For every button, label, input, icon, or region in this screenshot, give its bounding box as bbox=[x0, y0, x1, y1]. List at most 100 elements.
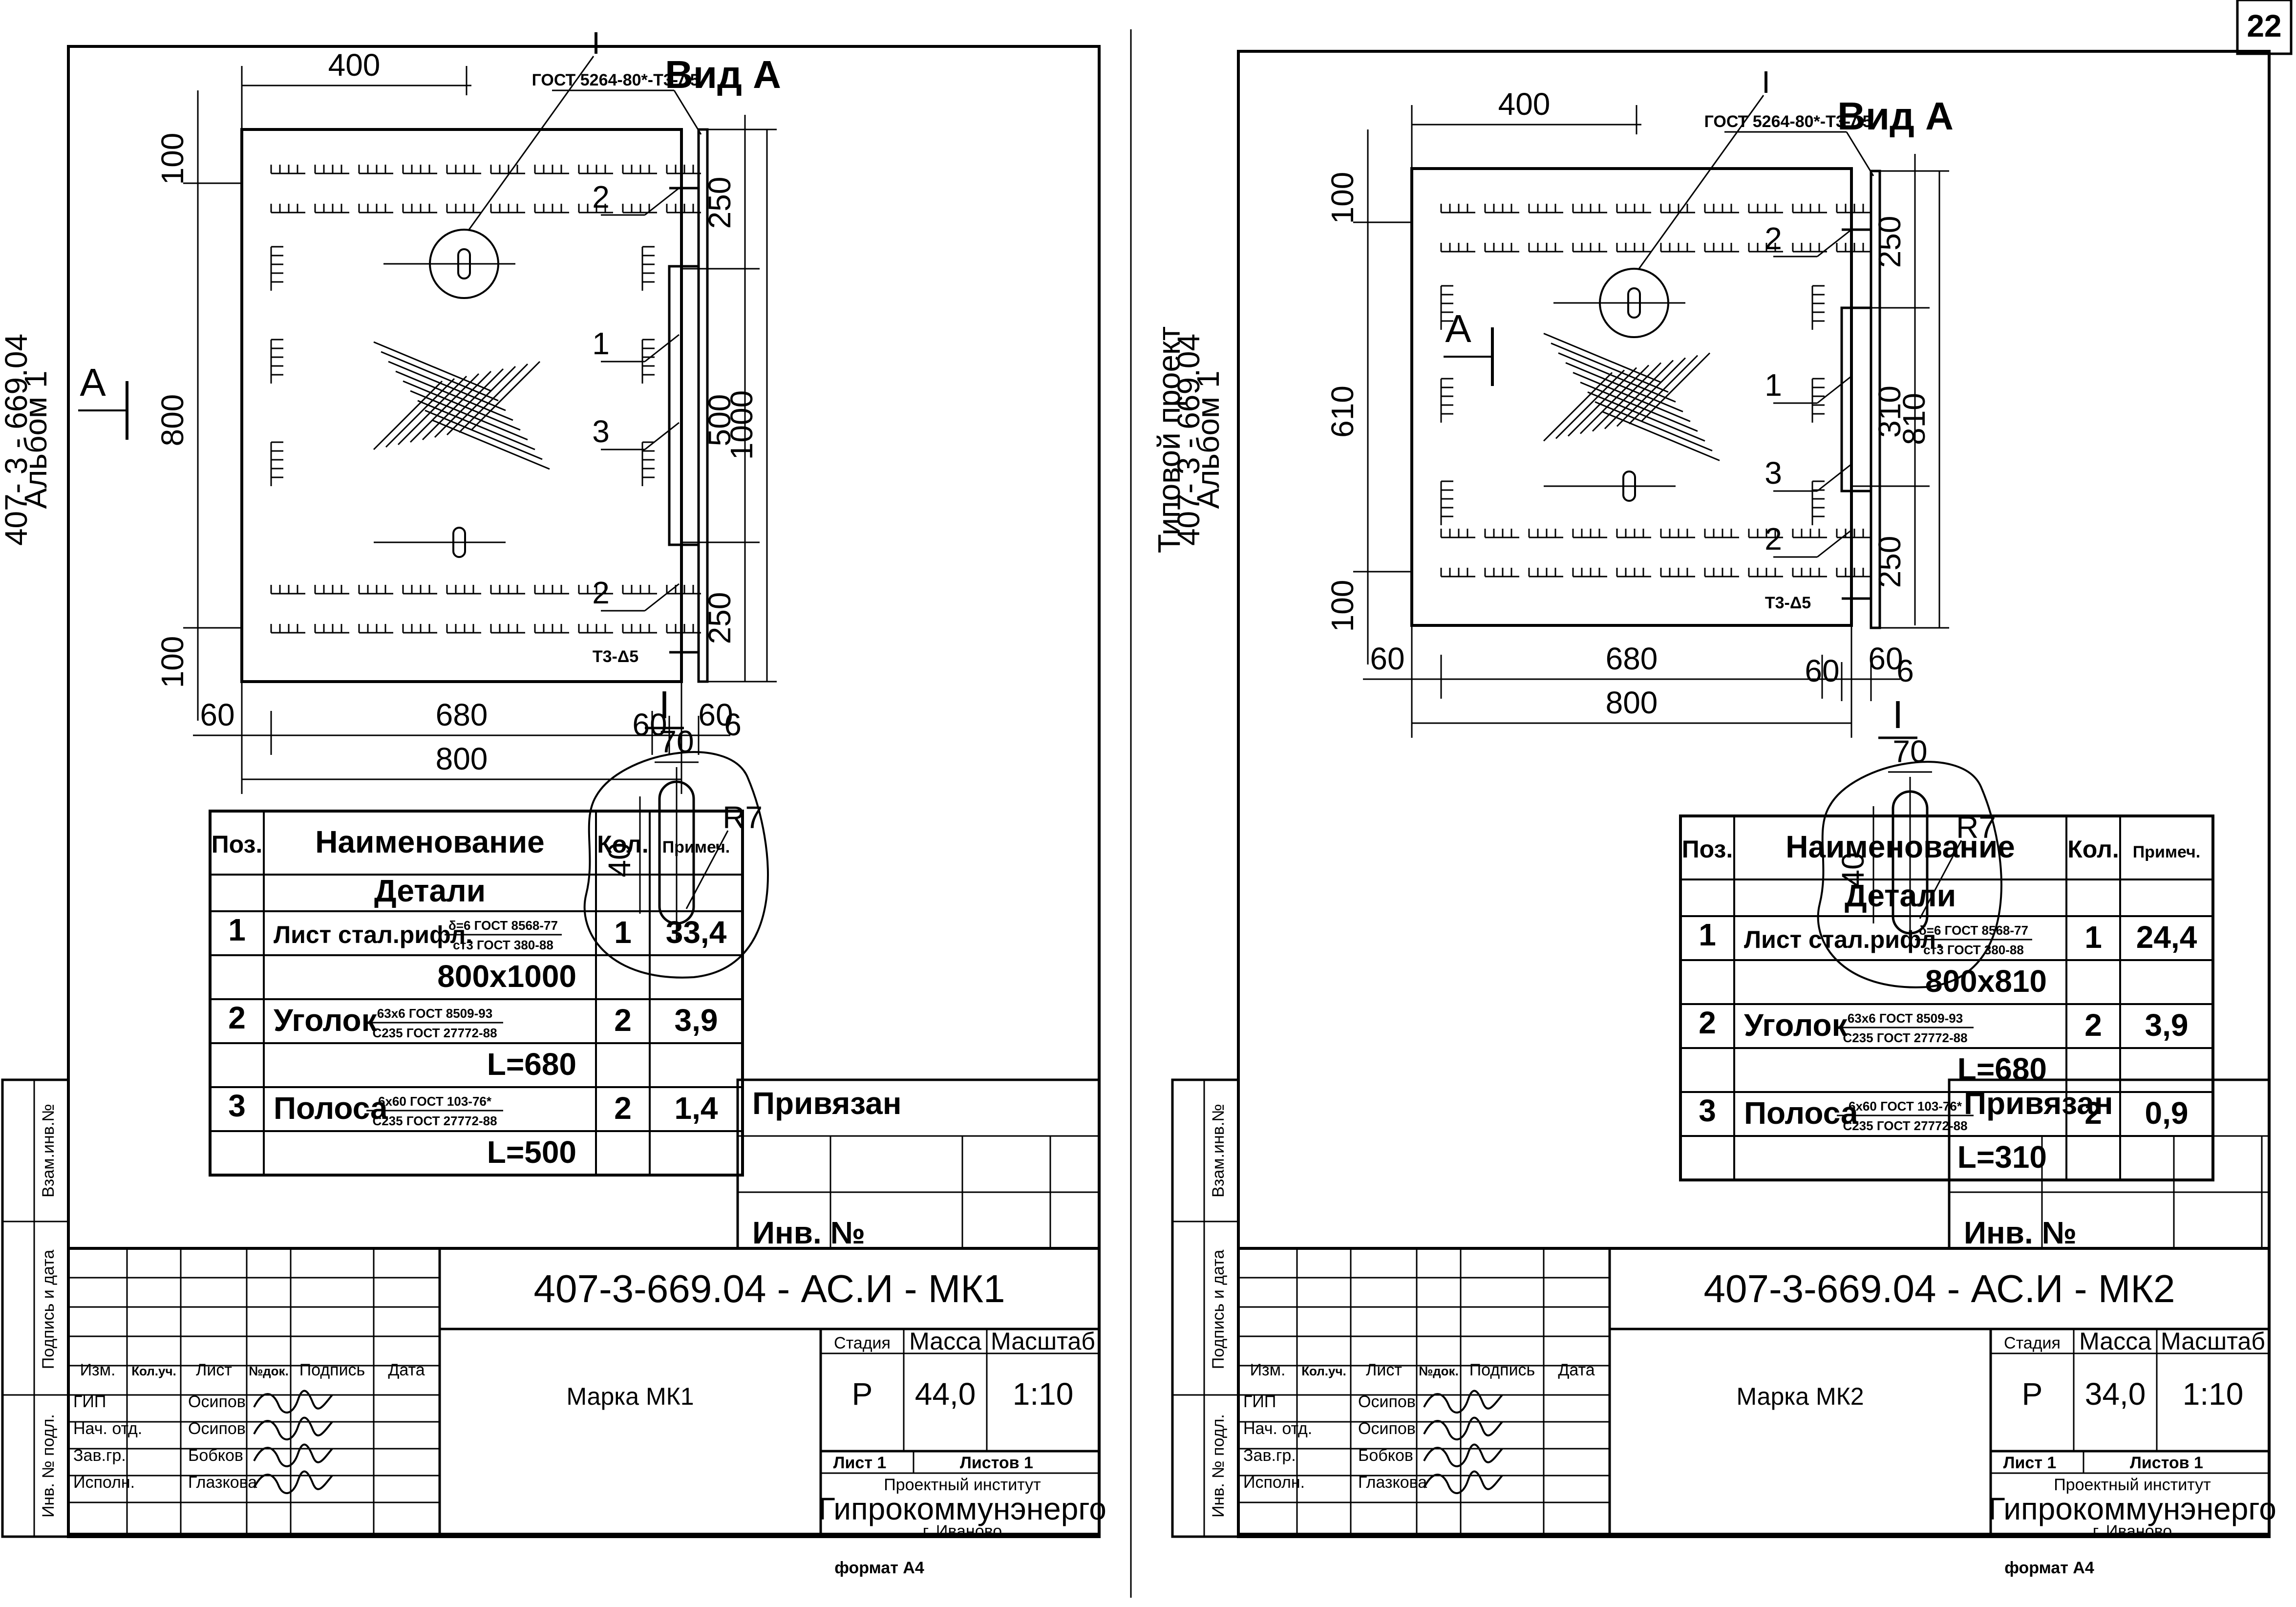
crosshatch bbox=[1628, 355, 1699, 425]
spec-qty: 1 bbox=[614, 915, 632, 950]
page-number: 22 bbox=[2247, 8, 2281, 43]
dim-bottom: 680 bbox=[436, 697, 488, 732]
spec-sub: 800x1000 bbox=[437, 959, 576, 994]
leader bbox=[644, 583, 680, 612]
detail-title: I bbox=[659, 683, 670, 727]
section-letter: А bbox=[80, 361, 106, 404]
dim-left: 100 bbox=[155, 636, 190, 688]
spec-sub: L=680 bbox=[1957, 1051, 2047, 1087]
mark-name: Марка МК1 bbox=[566, 1383, 694, 1410]
spec-name: Уголок bbox=[1744, 1007, 1848, 1043]
crosshatch bbox=[397, 375, 468, 446]
stamp-name: Осипов bbox=[1358, 1393, 1416, 1411]
spec-qty: 2 bbox=[2084, 1095, 2102, 1131]
leader bbox=[1817, 529, 1852, 558]
spec-gost: δ=6 ГОСТ 8568-77 bbox=[448, 918, 558, 933]
spec-name: Лист стал.рифл. bbox=[274, 921, 472, 948]
part-callout: 3 bbox=[592, 414, 610, 449]
spec-gost: δ=6 ГОСТ 8568-77 bbox=[1919, 923, 2028, 938]
part-callout: 1 bbox=[1765, 367, 1782, 403]
crosshatch bbox=[1567, 367, 1637, 437]
stamp-role: Исполн. bbox=[1243, 1473, 1305, 1492]
part-callout: 2 bbox=[592, 575, 610, 610]
detail-callout: I bbox=[592, 25, 600, 61]
spec-gost: С235 ГОСТ 27772-88 bbox=[372, 1114, 497, 1128]
privyazan-label: Привязан bbox=[1964, 1086, 2113, 1121]
side-label: Взам.инв.№ bbox=[1209, 1104, 1228, 1198]
spec-header: Наименование bbox=[315, 824, 545, 859]
spec-header: Кол. bbox=[2067, 836, 2119, 863]
signature bbox=[253, 1470, 333, 1494]
detail-dim: 70 bbox=[1892, 734, 1927, 769]
dim-bottom: 60 bbox=[1868, 641, 1903, 676]
crosshatch bbox=[1594, 401, 1713, 451]
dim-top: 400 bbox=[328, 47, 381, 83]
part-callout: 3 bbox=[1765, 455, 1782, 491]
weld-note: ГОСТ 5264-80*-Т3-Δ5 bbox=[532, 71, 700, 89]
dim-bottom: 800 bbox=[1606, 685, 1658, 720]
spec-qty: 1 bbox=[2084, 920, 2102, 955]
spec-gost: 63x6 ГОСТ 8509-93 bbox=[1848, 1011, 1963, 1026]
strip bbox=[668, 265, 700, 546]
detail-outline bbox=[583, 751, 769, 979]
spec-name: Полоса bbox=[1744, 1095, 1858, 1131]
stamp-col: Дата bbox=[388, 1361, 425, 1379]
dim-bottom: 60 bbox=[698, 697, 733, 732]
title-block bbox=[1237, 1247, 2271, 1538]
crosshatch bbox=[1616, 357, 1686, 427]
dim-bottom: 800 bbox=[436, 741, 488, 776]
dim-bottom: 60 bbox=[1370, 641, 1404, 676]
plate-outline bbox=[240, 128, 683, 683]
format-label: формат А4 bbox=[2004, 1559, 2094, 1577]
stamp-col: №док. bbox=[1419, 1364, 1459, 1378]
crosshatch bbox=[385, 378, 455, 448]
spec-header: Примеч. bbox=[2133, 843, 2201, 861]
institute-name: Гипрокоммунэнерго bbox=[818, 1491, 1106, 1526]
stamp-name: Глазкова bbox=[1358, 1473, 1427, 1492]
scale-value: 1:10 bbox=[1013, 1376, 1074, 1412]
leader bbox=[1638, 95, 1765, 269]
crosshatch bbox=[1543, 333, 1661, 383]
spec-name: Лист стал.рифл. bbox=[1744, 926, 1943, 953]
mass-header: Масса bbox=[2079, 1328, 2151, 1355]
leader bbox=[1817, 229, 1852, 257]
dim-side: 60 bbox=[1805, 653, 1839, 688]
crosshatch bbox=[422, 370, 492, 441]
crosshatch bbox=[1580, 382, 1698, 432]
plate-outline bbox=[1410, 167, 1853, 627]
spec-header: Наименование bbox=[1786, 829, 2015, 864]
institute-line: Проектный институт bbox=[2054, 1476, 2211, 1494]
part-callout: 2 bbox=[1765, 221, 1782, 256]
mass-header: Масса bbox=[909, 1328, 981, 1355]
stamp-col: Дата bbox=[1558, 1361, 1594, 1379]
spec-note: 3,9 bbox=[675, 1003, 718, 1038]
stamp-col: Кол.уч. bbox=[1301, 1364, 1346, 1378]
spec-table bbox=[1679, 814, 2214, 1181]
dim-right: 250 bbox=[1872, 216, 1907, 268]
spec-note: 1,4 bbox=[675, 1091, 718, 1126]
signature bbox=[253, 1390, 333, 1414]
detail-outline bbox=[1817, 761, 2002, 988]
spec-gost: С235 ГОСТ 27772-88 bbox=[372, 1026, 497, 1040]
stamp-col: Кол.уч. bbox=[131, 1364, 176, 1378]
doc-code: 407-3-669.04 - АС.И - МК2 bbox=[1704, 1267, 2175, 1310]
spec-header: Примеч. bbox=[662, 838, 730, 857]
view-title: Вид А bbox=[1837, 94, 1954, 138]
dim-left: 800 bbox=[155, 394, 190, 447]
dim-right: 310 bbox=[1872, 386, 1907, 438]
spec-pos: 1 bbox=[228, 912, 246, 947]
sheet-frame bbox=[1237, 50, 2271, 1536]
strip bbox=[1840, 306, 1872, 493]
dim-side: 60 bbox=[632, 707, 667, 742]
part-callout: 1 bbox=[592, 326, 610, 361]
spec-pos: 2 bbox=[228, 1000, 246, 1035]
crosshatch bbox=[410, 390, 528, 441]
detail-title: I bbox=[1892, 693, 1903, 736]
weld-note: Т3-Δ5 bbox=[1765, 594, 1811, 612]
crosshatch bbox=[458, 363, 529, 433]
side-title: Альбом 1 bbox=[1191, 371, 1226, 509]
dim-right: 250 bbox=[1872, 536, 1907, 588]
stamp-name: Осипов bbox=[188, 1419, 246, 1438]
spec-pos: 3 bbox=[1699, 1093, 1716, 1128]
signature bbox=[253, 1416, 333, 1440]
